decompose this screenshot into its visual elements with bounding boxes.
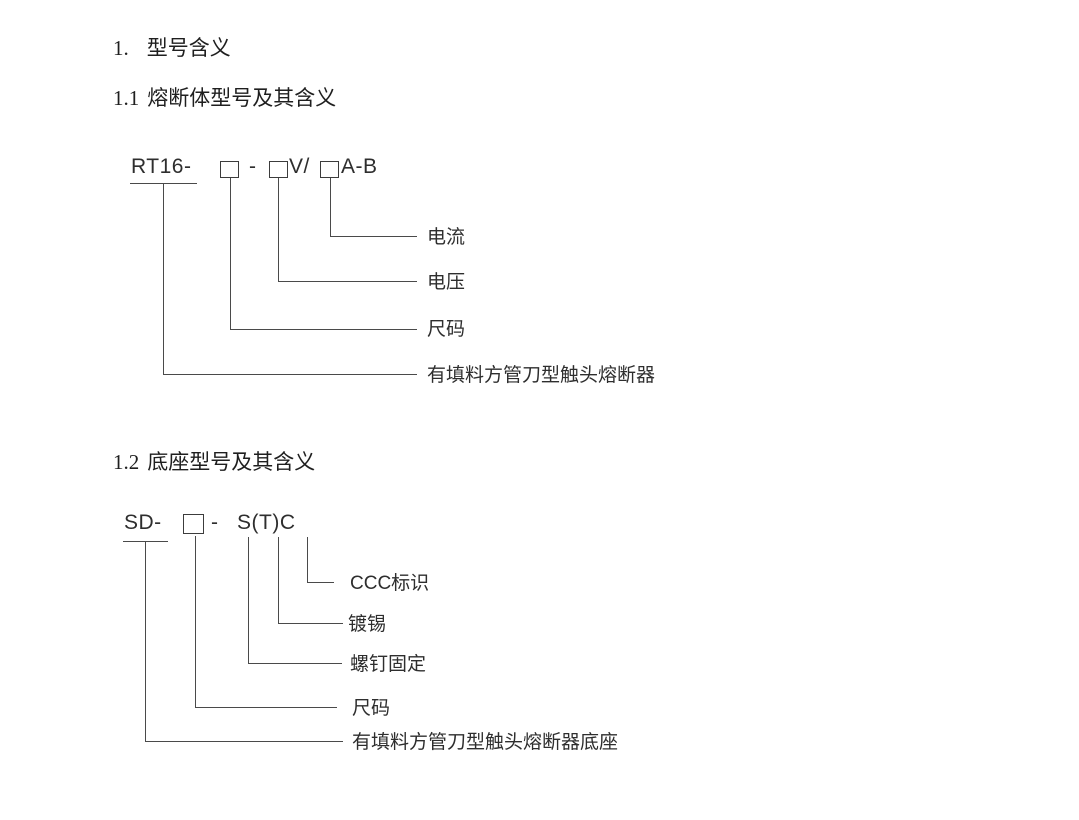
current-placeholder-box [320, 161, 339, 178]
connector-line-series [163, 184, 417, 375]
label-base-size: 尺码 [352, 698, 391, 719]
connector-line-screw [248, 537, 342, 664]
model-prefix-rt16: RT16- [131, 155, 192, 178]
connector-line-current [330, 178, 417, 237]
base-model-prefix-sd: SD- [124, 511, 162, 534]
model-prefix-underline [130, 183, 197, 184]
base-model-separator: - [211, 511, 219, 534]
model-separator: - [249, 155, 257, 178]
label-size: 尺码 [427, 319, 466, 340]
base-model-suffix-stc: S(T)C [237, 511, 296, 534]
label-series-name: 有填料方管刀型触头熔断器 [427, 365, 656, 386]
section-1-2-heading: 1.2 底座型号及其含义 [113, 451, 315, 473]
base-prefix-underline [123, 541, 168, 542]
label-ccc-mark: CCC标识 [350, 573, 430, 594]
connector-line-tin [278, 537, 343, 624]
section-1-1-heading: 1.1 熔断体型号及其含义 [113, 87, 336, 109]
section-1-2-title: 底座型号及其含义 [147, 450, 316, 474]
connector-line-size [230, 178, 417, 330]
section-1-title: 型号含义 [146, 36, 231, 60]
label-tin-plated: 镀锡 [348, 614, 387, 635]
connector-line-base-series [145, 542, 343, 742]
section-1-heading: 1. 型号含义 [113, 37, 231, 59]
connector-line-base-size [195, 536, 337, 708]
base-size-placeholder-box [183, 514, 204, 534]
section-1-1-title: 熔断体型号及其含义 [147, 86, 337, 110]
model-voltage-unit: V/ [289, 155, 310, 178]
label-current: 电流 [427, 227, 466, 248]
connector-line-voltage [278, 178, 417, 282]
size-placeholder-box [220, 161, 239, 178]
label-voltage: 电压 [427, 272, 466, 293]
section-1-2-number: 1.2 [113, 450, 140, 474]
section-1-1-number: 1.1 [113, 86, 140, 110]
label-base-name: 有填料方管刀型触头熔断器底座 [352, 732, 619, 753]
connector-line-ccc [307, 537, 334, 583]
label-screw-fixed: 螺钉固定 [350, 654, 427, 675]
section-1-number: 1. [113, 36, 129, 60]
model-current-suffix: A-B [341, 155, 378, 178]
voltage-placeholder-box [269, 161, 288, 178]
